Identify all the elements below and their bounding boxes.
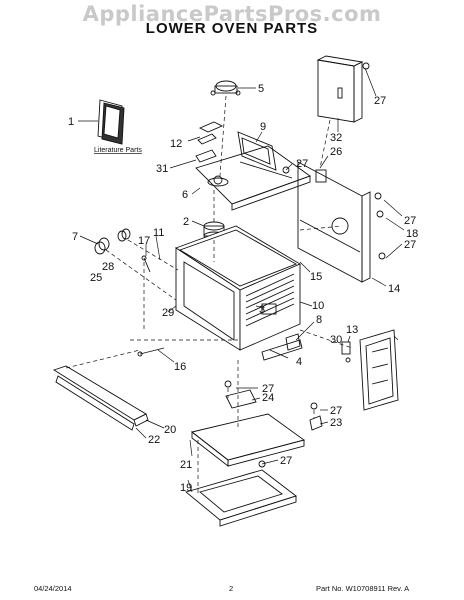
callout-27-top: 27 <box>374 95 386 107</box>
lower-rail-part <box>52 365 149 431</box>
callout-11: 11 <box>153 227 164 239</box>
panel-bolt-part <box>282 62 386 260</box>
callout-23: 23 <box>330 417 342 429</box>
page-title: LOWER OVEN PARTS <box>145 20 319 37</box>
callout-25: 25 <box>90 272 102 284</box>
callout-30: 30 <box>330 334 342 346</box>
callout-32: 32 <box>330 132 342 144</box>
callout-27-vent: 27 <box>296 158 308 170</box>
callout-5: 5 <box>258 83 264 95</box>
callout-8: 8 <box>316 314 322 326</box>
callout-26: 26 <box>330 146 342 158</box>
callout-6: 6 <box>182 189 188 201</box>
callout-9: 9 <box>260 121 266 133</box>
callout-18: 18 <box>406 228 418 240</box>
callout-29: 29 <box>162 307 174 319</box>
callout-31: 31 <box>156 163 168 175</box>
rear-upper-panel-part <box>316 55 364 123</box>
top-plate-part <box>195 145 311 211</box>
callout-4: 4 <box>296 356 302 368</box>
callout-20: 20 <box>164 424 176 436</box>
callout-27-bracket: 27 <box>262 383 274 395</box>
footer-date: 04/24/2014 <box>34 584 72 593</box>
literature-booklet-part <box>97 99 125 145</box>
callout-12: 12 <box>170 138 182 150</box>
callout-19: 19 <box>180 482 192 494</box>
clip-part <box>309 402 323 431</box>
callout-15: 15 <box>310 271 322 283</box>
callout-17: 17 <box>138 235 150 247</box>
leader-lines <box>78 67 405 493</box>
callout-16: 16 <box>174 361 186 373</box>
literature-parts-label: Literature Parts <box>94 147 142 154</box>
side-panel-part <box>297 161 371 283</box>
callout-22: 22 <box>148 434 160 446</box>
callout-3: 3 <box>259 304 265 316</box>
callout-10: 10 <box>312 300 324 312</box>
callout-27-side-b: 27 <box>404 239 416 251</box>
side-bracket-part <box>261 333 303 361</box>
callout-13: 13 <box>346 324 358 336</box>
callout-28: 28 <box>102 261 114 273</box>
footer-part-number: Part No. W10708911 Rev. A <box>316 584 410 593</box>
bracket-part <box>195 121 224 163</box>
callout-27-side-a: 27 <box>404 215 416 227</box>
footer-page-number: 2 <box>229 584 234 593</box>
callout-7: 7 <box>72 231 78 243</box>
callout-24: 24 <box>262 392 274 404</box>
callout-1: 1 <box>68 116 74 128</box>
small-bracket-part <box>224 380 257 409</box>
callout-21: 21 <box>180 459 192 471</box>
oven-cavity-part <box>175 225 301 351</box>
callout-labels: 1 2 3 4 5 6 7 8 9 10 11 12 13 14 15 16 1… <box>68 83 418 494</box>
assembly-lines <box>65 95 353 494</box>
callout-27-clip: 27 <box>330 405 342 417</box>
bolt-part <box>137 347 165 357</box>
callout-27-bottom: 27 <box>280 455 292 467</box>
callout-14: 14 <box>388 283 400 295</box>
screw-part <box>141 255 151 273</box>
hinge-panel-part <box>341 329 399 411</box>
callout-2: 2 <box>183 216 189 228</box>
watermark: AppliancePartsPros.com <box>82 2 382 26</box>
connector-part <box>210 80 241 96</box>
knob-assembly-part <box>94 228 131 255</box>
bottom-panel-part <box>190 413 306 468</box>
base-pan-part <box>185 469 297 527</box>
vent-bracket-part <box>237 131 277 171</box>
